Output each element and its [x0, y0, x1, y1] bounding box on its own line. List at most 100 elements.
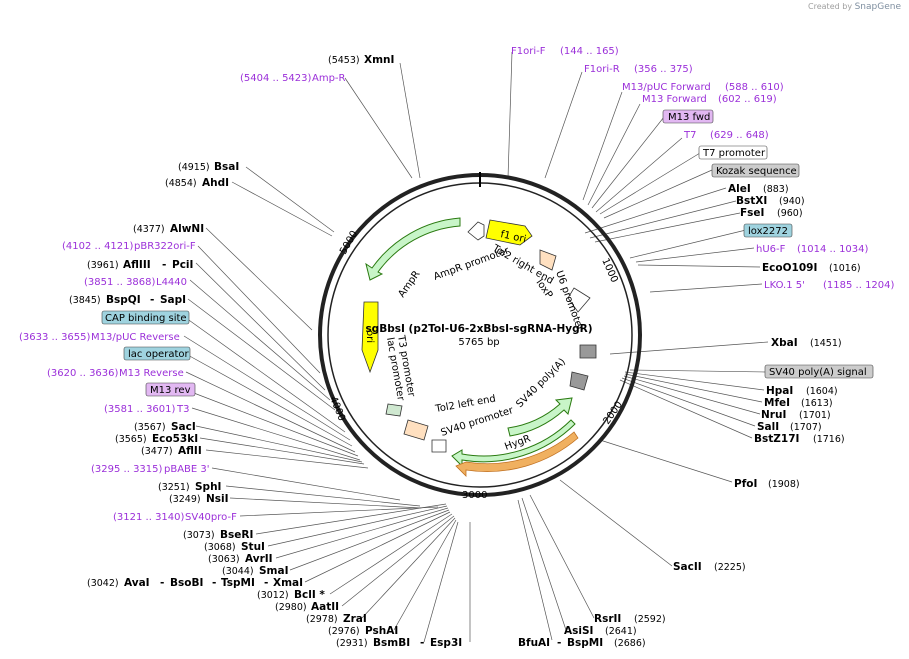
label-sapi: SapI	[160, 294, 186, 306]
leader-lines	[183, 51, 769, 643]
tick-4000: 4000	[327, 395, 347, 423]
box-t7-promoter	[698, 145, 768, 160]
label-bsobi-dash: -	[160, 577, 164, 589]
ampr-label: AmpR	[396, 269, 422, 300]
label-ampr-primer-pos: (5404 .. 5423)	[240, 73, 312, 84]
label-pbr322-pos: (4102 .. 4121)	[62, 241, 134, 252]
label-bstxi: BstXI	[736, 195, 767, 207]
label-eco53ki: Eco53kI	[152, 433, 198, 445]
label-nsii: NsiI	[206, 493, 229, 505]
sv40-polya-feature	[507, 397, 573, 437]
sv40-promoter-feature	[431, 439, 447, 453]
box-lox2272	[743, 223, 793, 238]
label-m13-rev-pos: (3620 .. 3636)	[47, 368, 119, 379]
label-ahdi-pos: (4854)	[165, 178, 197, 189]
label-t7-promoter: T7 promoter	[702, 148, 766, 159]
label-pcii-dash: -	[162, 259, 166, 271]
label-bsai: BsaI	[214, 161, 239, 173]
tick-3000: 3000	[462, 490, 487, 501]
label-bspmi: BspMI	[567, 637, 603, 649]
label-hu6-f: hU6-F	[756, 244, 786, 255]
label-sapi-dash: -	[150, 294, 154, 306]
plasmid-length: 5765 bp	[458, 337, 499, 348]
label-hu6-f-pos: (1014 .. 1034)	[797, 244, 869, 255]
label-xmai-dash: -	[264, 577, 268, 589]
lac-promoter-feature	[385, 403, 403, 417]
box-kozak	[711, 163, 800, 178]
label-pshai: PshAI	[365, 625, 398, 637]
label-saci-pos: (3567)	[134, 422, 166, 433]
ori-label: ori	[364, 330, 375, 343]
label-m13-rev: M13 Reverse	[119, 368, 184, 379]
label-pfoi: PfoI	[734, 478, 757, 490]
label-kozak: Kozak sequence	[716, 166, 797, 177]
label-bseri-pos: (3073)	[183, 530, 215, 541]
label-esp3i-dash: -	[420, 637, 424, 649]
label-m13puc-rev: M13/pUC Reverse	[91, 332, 180, 343]
label-bstxi-pos: (940)	[779, 196, 805, 207]
label-nsii-pos: (3249)	[169, 494, 201, 505]
label-lox2272: lox2272	[748, 226, 788, 237]
label-m13puc-fwd-pos: (588 .. 610)	[725, 82, 784, 93]
label-lko1: LKO.1 5'	[764, 280, 805, 291]
label-zrai: ZraI	[343, 613, 367, 625]
hygr-feature	[451, 419, 576, 468]
label-pshai-pos: (2976)	[328, 626, 360, 637]
label-sali-pos: (1707)	[790, 422, 822, 433]
ori-feature	[361, 301, 379, 374]
label-bspmi-dash: -	[557, 637, 561, 649]
label-rsrii-pos: (2592)	[634, 614, 666, 625]
tick-1000: 1000	[599, 257, 619, 285]
label-pfoi-pos: (1908)	[768, 479, 800, 490]
label-stui: StuI	[241, 541, 265, 553]
box-m13rev	[145, 382, 196, 397]
label-alei: AleI	[728, 183, 751, 195]
snapgene-logo: SnapGene	[854, 2, 901, 12]
f1-ori-feature	[485, 219, 533, 246]
label-sv40pro-pos: (3121 .. 3140)	[113, 512, 185, 523]
label-m13puc-fwd: M13/pUC Forward	[622, 82, 711, 93]
label-aflii: AflII	[178, 445, 202, 457]
label-bsai-pos: (4915)	[178, 162, 210, 173]
hygr-orange-feature	[455, 431, 579, 477]
label-avai: AvaI	[124, 577, 150, 589]
label-m13fwd-box: M13 fwd	[668, 112, 710, 123]
label-bspqi: BspQI	[106, 294, 141, 306]
label-sphi-pos: (3251)	[158, 482, 190, 493]
credit: Created by SnapGene	[808, 2, 901, 12]
label-m13-fwd: M13 Forward	[642, 94, 707, 105]
plasmid-name: sgBbsI (p2Tol-U6-2xBbsI-sgRNA-HygR)	[365, 323, 592, 335]
label-pbabe-pos: (3295 .. 3315)	[91, 464, 163, 475]
label-bcli: BclI *	[294, 589, 325, 601]
label-smai-pos: (3044)	[222, 566, 254, 577]
label-nrui: NruI	[761, 409, 786, 421]
label-ecoo109i: EcoO109I	[762, 262, 817, 274]
label-bstz17i: BstZ17I	[754, 433, 799, 445]
label-ahdi: AhdI	[202, 177, 229, 189]
label-avrii-pos: (3063)	[208, 554, 240, 565]
label-xbai-pos: (1451)	[810, 338, 842, 349]
label-pbr322: pBR322ori-F	[134, 241, 196, 252]
label-xbai: XbaI	[771, 337, 798, 349]
label-t7-pos: (629 .. 648)	[710, 130, 769, 141]
label-xmni: XmnI	[364, 54, 394, 66]
label-alei-pos: (883)	[763, 184, 789, 195]
label-sv40polya-signal: SV40 poly(A) signal	[769, 367, 867, 378]
box-lac-operator	[123, 346, 191, 361]
label-sacii-pos: (2225)	[714, 562, 746, 573]
label-saci: SacI	[171, 421, 196, 433]
label-bstz17i-pos: (1716)	[813, 434, 845, 445]
label-f1ori-f-pos: (144 .. 165)	[560, 46, 619, 57]
label-l4440-pos: (3851 .. 3868)	[84, 277, 156, 288]
label-bspmi-pos: (2686)	[614, 638, 646, 649]
label-avai-pos: (3042)	[87, 578, 119, 589]
label-bseri: BseRI	[220, 529, 253, 541]
label-bsobi: BsoBI	[170, 577, 203, 589]
label-fsei-pos: (960)	[777, 208, 803, 219]
label-m13puc-rev-pos: (3633 .. 3655)	[19, 332, 91, 343]
gray-box-1	[579, 344, 597, 359]
label-cap-site: CAP binding site	[105, 313, 187, 324]
label-bcli-pos: (3012)	[257, 590, 289, 601]
label-tspmi: TspMI	[221, 577, 255, 589]
